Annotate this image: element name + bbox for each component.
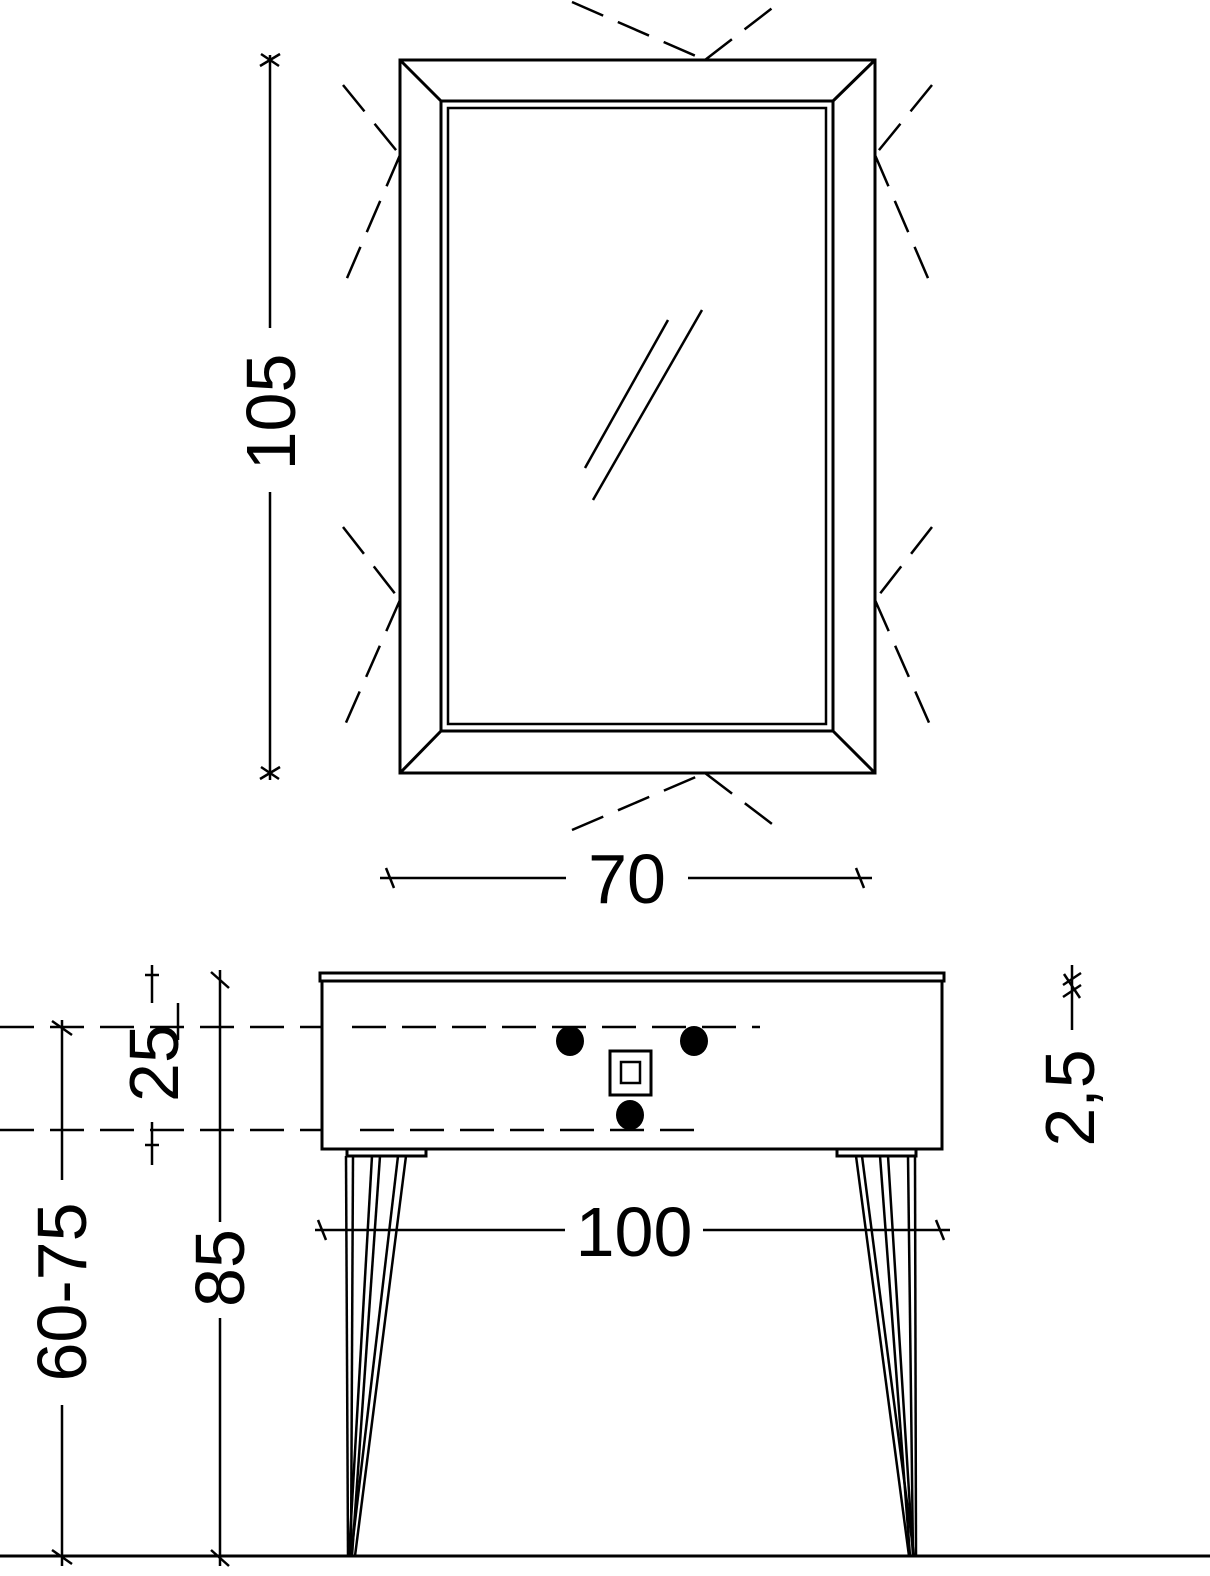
basin-hidden-lines — [352, 1025, 760, 1132]
top-thickness-label: 2,5 — [1031, 1049, 1109, 1146]
cabinet-body — [320, 979, 944, 1151]
mirror-height-dimension: 105 — [232, 52, 310, 781]
mirror-inner-frame — [439, 99, 835, 733]
drawer-height-dimension: 25 — [115, 965, 193, 1165]
mirror-reflection-marks — [583, 309, 704, 501]
mirror-width-dimension: 70 — [380, 840, 872, 918]
mirror-glass — [446, 106, 828, 726]
right-leg — [854, 1155, 918, 1557]
cabinet — [0, 971, 1210, 1558]
mounting-height-dimension: 60-75 — [23, 1019, 101, 1566]
mirror-width-label: 70 — [588, 840, 666, 918]
cabinet-width-dimension: 100 — [315, 1193, 950, 1271]
mirror-pivot-lines — [339, 0, 936, 832]
socket-outer — [608, 1049, 653, 1097]
cabinet-width-label: 100 — [576, 1193, 693, 1271]
tap-dot-left — [556, 1026, 584, 1056]
top-thickness-dimension: 2,5 — [1031, 965, 1109, 1147]
mirror-height-label: 105 — [232, 354, 310, 471]
mirror — [339, 0, 936, 832]
drain-dot — [616, 1100, 644, 1130]
cabinet-height-dimension: 85 — [181, 970, 259, 1567]
mirror-outer-frame — [398, 58, 877, 775]
left-leg-plate — [345, 1147, 428, 1158]
right-leg-plate — [835, 1147, 918, 1158]
cabinet-height-label: 85 — [181, 1229, 259, 1307]
tap-dot-right — [680, 1026, 708, 1056]
left-leg — [344, 1155, 408, 1557]
mounting-reference-lines — [0, 1025, 322, 1132]
socket-inner — [619, 1060, 642, 1085]
mounting-height-label: 60-75 — [23, 1202, 101, 1381]
mirror-frame-miters — [398, 58, 877, 775]
faucet-fixtures — [556, 1026, 708, 1130]
drawer-height-label: 25 — [115, 1024, 193, 1102]
